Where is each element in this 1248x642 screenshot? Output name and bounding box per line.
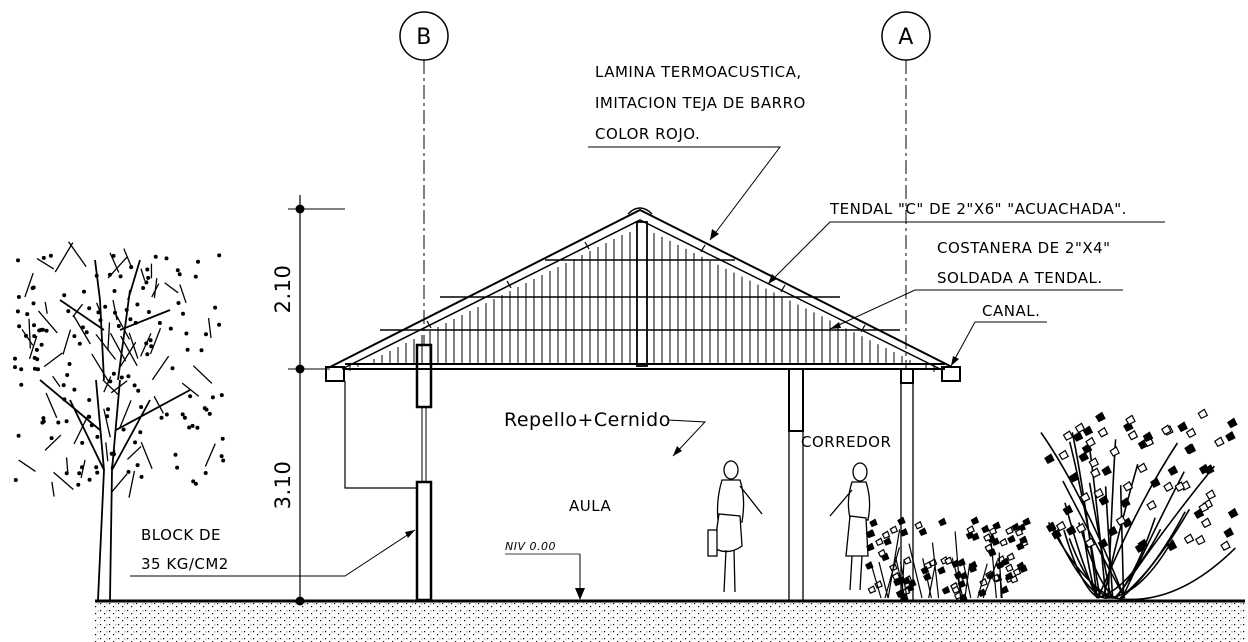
person-figure-left [707,460,763,593]
block-note: BLOCK DE 35 KG/CM2 [130,526,416,577]
level-marker: NIV 0.00 [505,540,585,600]
room-label-aula: AULA [569,497,611,515]
tendal-note: TENDAL "C" DE 2"X6" "ACUACHADA". [767,200,1165,285]
person-figure-right [829,462,871,591]
canal-note: CANAL. [950,302,1047,367]
costanera-note: COSTANERA DE 2"X4" SOLDADA A TENDAL. [829,239,1123,330]
tendal-note-text: TENDAL "C" DE 2"X6" "ACUACHADA". [829,200,1127,218]
roof-note-line-1: LAMINA TERMOACUSTICA, [595,63,802,81]
roof-structure [325,207,961,382]
block-note-line-2: 35 KG/CM2 [141,555,229,573]
block-note-line-1: BLOCK DE [141,526,221,544]
grid-axis-b-label: B [416,25,432,50]
canal-note-text: CANAL. [982,302,1040,320]
dimension-lower: 3.10 [271,461,295,510]
dimension-line: 2.10 3.10 [271,195,345,606]
repello-note-text: Repello+Cernido [504,409,671,431]
roof-note-line-2: IMITACION TEJA DE BARRO [595,94,806,112]
roof-note-line-3: COLOR ROJO. [595,125,700,143]
grid-axis-a: A [881,11,931,370]
costanera-note-line-2: SOLDADA A TENDAL. [937,269,1103,287]
roof-note: LAMINA TERMOACUSTICA, IMITACION TEJA DE … [588,63,806,241]
level-marker-text: NIV 0.00 [505,540,556,553]
tree-left [13,241,226,601]
grid-axis-a-label: A [898,25,914,50]
shrub-right [865,408,1239,603]
walls [344,343,914,602]
ground-fill [95,602,1245,642]
grid-axis-b: B [399,11,449,345]
repello-note: Repello+Cernido [504,409,707,457]
dimension-upper: 2.10 [271,265,295,314]
costanera-note-line-1: COSTANERA DE 2"X4" [937,239,1111,257]
room-label-corredor: CORREDOR [801,433,891,451]
